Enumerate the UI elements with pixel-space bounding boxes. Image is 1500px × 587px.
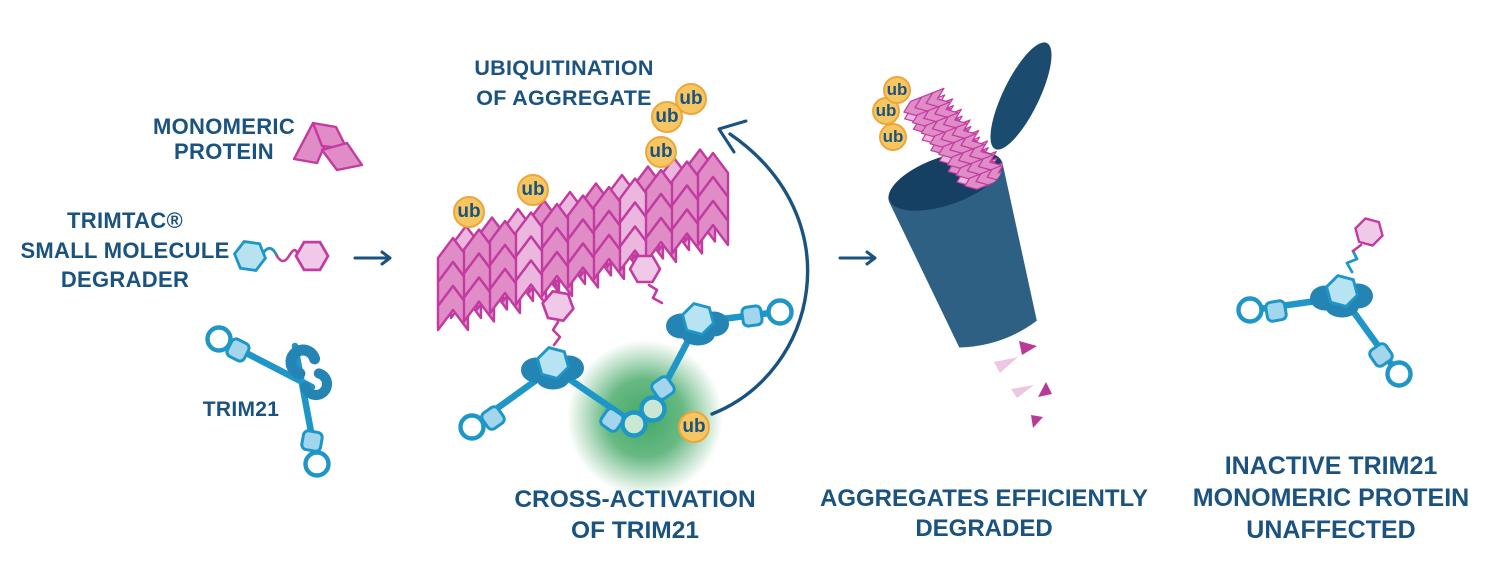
degraded-fragments <box>994 341 1052 428</box>
arrow-right-icon-2 <box>838 250 877 266</box>
trimtac-molecule-icon <box>231 239 330 273</box>
degrader-pink-hexagon <box>294 240 330 272</box>
trash-can-lid <box>990 42 1052 150</box>
ub-badge: ub <box>678 411 710 443</box>
protein-aggregate-graphic <box>438 150 728 331</box>
trim21-claw <box>285 344 333 401</box>
ub-badge: ub <box>645 136 677 168</box>
trash-can-icon <box>888 76 1037 348</box>
trim21-bound-right <box>628 254 792 420</box>
arrow-right-icon-1 <box>353 250 392 266</box>
trim21-label: TRIM21 <box>202 398 280 421</box>
ub-badge: ub <box>872 97 900 125</box>
cross-activation-caption: CROSS-ACTIVATION OF TRIM21 <box>514 486 756 544</box>
inactive-trim21-caption: INACTIVE TRIM21 MONOMERIC PROTEIN UNAFFE… <box>1192 452 1470 544</box>
ub-badge: ub <box>517 174 549 206</box>
monomeric-protein-icon <box>292 121 364 172</box>
trim21-icon <box>208 328 333 476</box>
ub-badge: ub <box>883 76 911 104</box>
ub-badge: ub <box>879 123 907 151</box>
ub-badge: ub <box>453 196 485 228</box>
inactive-trim21-icon <box>1239 215 1411 386</box>
ubiquitination-label: UBIQUITINATION OF AGGREGATE <box>474 56 654 110</box>
trim21-bound-left <box>461 281 646 439</box>
aggregates-degraded-caption: AGGREGATES EFFICIENTLY DEGRADED <box>819 485 1149 542</box>
trimtac-label: TRIMTAC® SMALL MOLECULE DEGRADER <box>20 208 230 292</box>
ub-badge: ub <box>675 83 707 115</box>
monomeric-protein-label: MONOMERIC PROTEIN <box>152 114 296 164</box>
curved-arrow-icon <box>710 119 810 416</box>
